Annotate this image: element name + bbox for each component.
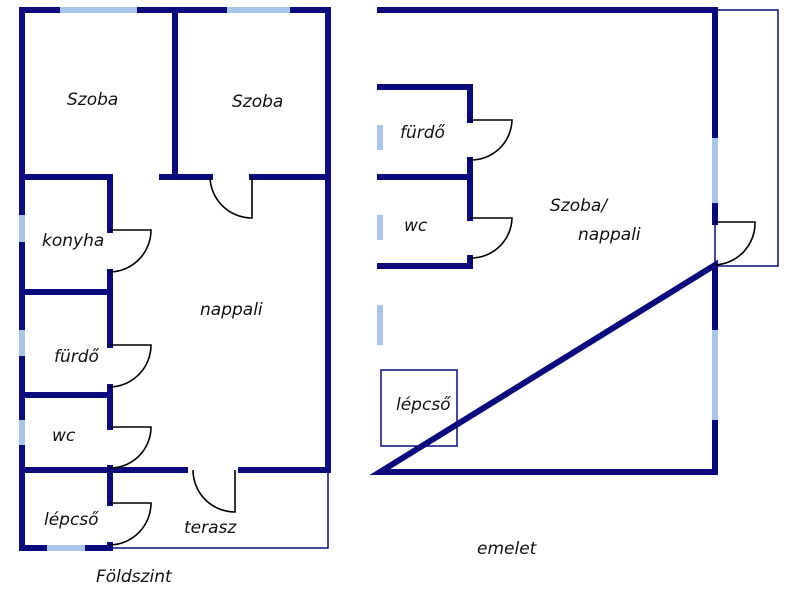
ground-floor-plan (19, 7, 331, 551)
room-label-wc: wc (404, 216, 428, 236)
floor-caption-ground: Földszint (96, 567, 172, 587)
interior-wall (19, 289, 113, 398)
room-label-furdo: fürdő (54, 347, 99, 367)
door-opening (188, 466, 238, 475)
room-label-nappali: nappali (200, 300, 263, 320)
room-label-lepcso: lépcső (396, 395, 451, 415)
door[interactable] (192, 469, 236, 513)
door[interactable] (469, 119, 513, 161)
door[interactable] (109, 344, 152, 388)
room-label-furdo: fürdő (400, 123, 445, 143)
floor-caption-upper: emelet (477, 539, 537, 559)
door[interactable] (209, 176, 253, 219)
door[interactable] (109, 426, 152, 469)
room-label-szoba: Szoba (232, 92, 284, 112)
room-label-terasz: terasz (184, 518, 237, 538)
door[interactable] (109, 502, 152, 546)
stair-box (380, 369, 458, 447)
room-label-lepcso: lépcső (44, 510, 99, 530)
interior-wall (377, 84, 473, 269)
door[interactable] (714, 221, 756, 266)
room-label-konyha: konyha (42, 231, 105, 251)
room-label-szoba: Szoba (67, 90, 119, 110)
room-label-szoba-line1: Szoba/ (550, 196, 608, 216)
stair-wall (19, 467, 113, 551)
outer-wall (19, 7, 331, 473)
upper-floor-plan (369, 7, 779, 475)
room-label-wc: wc (52, 426, 76, 446)
door[interactable] (469, 217, 513, 259)
balcony-outline (714, 9, 779, 267)
room-label-nappali: nappali (578, 225, 641, 245)
terrace-outline (110, 470, 329, 549)
door[interactable] (109, 229, 152, 273)
